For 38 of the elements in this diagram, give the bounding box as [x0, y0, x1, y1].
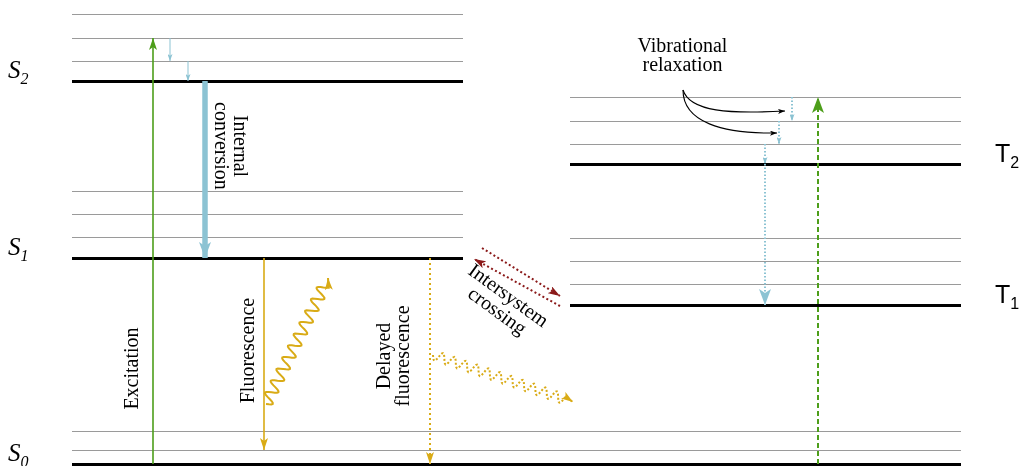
- curved-arrow: [682, 89, 786, 114]
- dashed-arrow: [789, 96, 795, 122]
- dashed-arrow: [473, 258, 561, 307]
- vibrational-level-line: [570, 121, 961, 122]
- arrow: [199, 81, 211, 258]
- vibrational-level-line: [72, 450, 961, 451]
- edge-label: Excitation: [121, 326, 141, 410]
- vibrational-level-line: [72, 38, 463, 39]
- vibrational-level-line: [72, 214, 463, 215]
- arrow: [167, 37, 173, 62]
- vibrational-level-line: [570, 284, 961, 285]
- vibrational-level-line: [72, 191, 463, 192]
- arrow: [260, 257, 268, 451]
- callout-text: Vibrational relaxation: [605, 36, 760, 74]
- arrow: [185, 60, 191, 82]
- arrow: [149, 37, 157, 465]
- edge-label: Fluorescence: [238, 297, 258, 403]
- dashed-arrow: [776, 120, 782, 145]
- level-label: T$_{1}$: [995, 281, 1020, 314]
- curved-arrow: [682, 89, 778, 136]
- vibrational-level-line: [72, 237, 463, 238]
- edge-label: Internal conversion: [212, 101, 250, 192]
- vibrational-level-line: [72, 61, 463, 62]
- vibrational-level-line: [72, 431, 961, 432]
- vibrational-level-line: [570, 144, 961, 145]
- vibrational-level-line: [72, 14, 463, 15]
- edge-label: Delayed fluorescence: [374, 304, 412, 409]
- dashed-arrow: [426, 257, 434, 465]
- vibrational-level-line: [570, 238, 961, 239]
- level-label: S$_{2}$: [8, 57, 29, 89]
- vibrational-level-line: [570, 97, 961, 98]
- dashed-arrow: [481, 247, 561, 297]
- dashed-arrow: [762, 143, 768, 165]
- dashed-arrow: [759, 163, 771, 306]
- vibrational-level-line: [570, 261, 961, 262]
- level-label: S$_{1}$: [8, 234, 29, 266]
- level-label: T$_{2}$: [995, 140, 1020, 173]
- dashed-arrow: [812, 96, 824, 465]
